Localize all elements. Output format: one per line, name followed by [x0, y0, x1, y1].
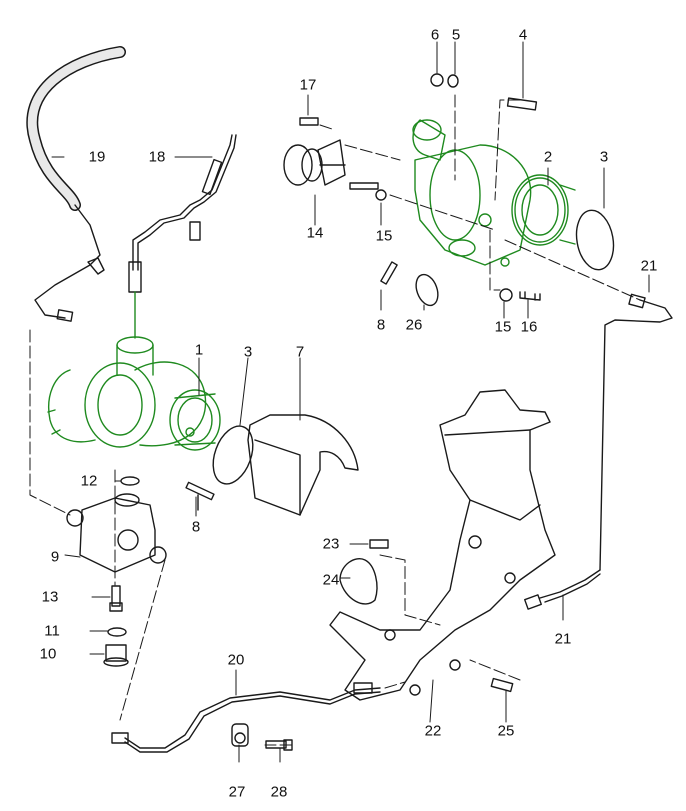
callout-2: 2 [543, 148, 553, 166]
callout-25: 25 [497, 722, 515, 740]
callout-22: 22 [424, 722, 442, 740]
clamp-27 [231, 723, 249, 747]
callout-8-lower: 8 [191, 518, 201, 536]
callout-10: 10 [39, 645, 57, 663]
callout-3-upper: 3 [599, 148, 609, 166]
o-ring-3-upper [575, 209, 615, 271]
callout-16: 16 [520, 318, 538, 336]
bolt-13 [111, 585, 121, 607]
o-ring-26 [415, 273, 439, 307]
callout-13: 13 [41, 588, 59, 606]
callout-28: 28 [270, 783, 288, 801]
bolt-23 [369, 539, 389, 549]
stud-14 [349, 182, 379, 190]
stud-8-upper [380, 261, 398, 285]
pipe-21 [524, 293, 673, 610]
callout-24: 24 [322, 571, 340, 589]
pipe-20 [111, 682, 381, 753]
nut-15-upper [375, 189, 387, 201]
callout-27: 27 [228, 783, 246, 801]
callout-14: 14 [306, 224, 324, 242]
callout-3-lower: 3 [243, 343, 253, 361]
callout-5: 5 [451, 26, 461, 44]
bolt-4 [506, 97, 538, 111]
callout-23: 23 [322, 535, 340, 553]
stud-8-lower [185, 481, 215, 501]
plug-10 [103, 644, 129, 667]
turbocharger-upper [412, 119, 576, 267]
callout-12: 12 [80, 472, 98, 490]
bolt-25 [490, 677, 514, 693]
callout-8-upper: 8 [376, 316, 386, 334]
callout-26: 26 [405, 316, 423, 334]
callout-6: 6 [430, 26, 440, 44]
heat-shield-7 [247, 414, 359, 516]
callout-21-lower: 21 [554, 630, 572, 648]
hose-19 [26, 46, 126, 322]
bracket-22 [329, 389, 556, 701]
callout-18: 18 [148, 148, 166, 166]
gasket-2 [511, 174, 569, 246]
turbocharger-1 [47, 336, 221, 451]
gasket-24 [339, 558, 378, 605]
wastegate-actuator-14 [283, 139, 346, 186]
lock-plate-16 [519, 291, 541, 301]
callout-20: 20 [227, 651, 245, 669]
washer-12 [120, 476, 140, 486]
callout-15-upper: 15 [375, 227, 393, 245]
callout-17: 17 [299, 76, 317, 94]
bolt-17 [299, 117, 319, 126]
washer-11 [107, 627, 127, 637]
nut-6 [430, 73, 444, 87]
callout-19: 19 [88, 148, 106, 166]
callout-11: 11 [44, 622, 60, 640]
callout-9: 9 [50, 548, 60, 566]
nut-15-lower [499, 288, 513, 302]
callout-7: 7 [295, 343, 305, 361]
pipe-18 [128, 134, 237, 339]
callout-15-lower: 15 [494, 318, 512, 336]
oil-block-9 [66, 493, 167, 573]
washer-5 [447, 74, 459, 88]
callout-21-upper: 21 [640, 257, 658, 275]
callout-1: 1 [194, 341, 204, 359]
callout-4: 4 [518, 26, 528, 44]
